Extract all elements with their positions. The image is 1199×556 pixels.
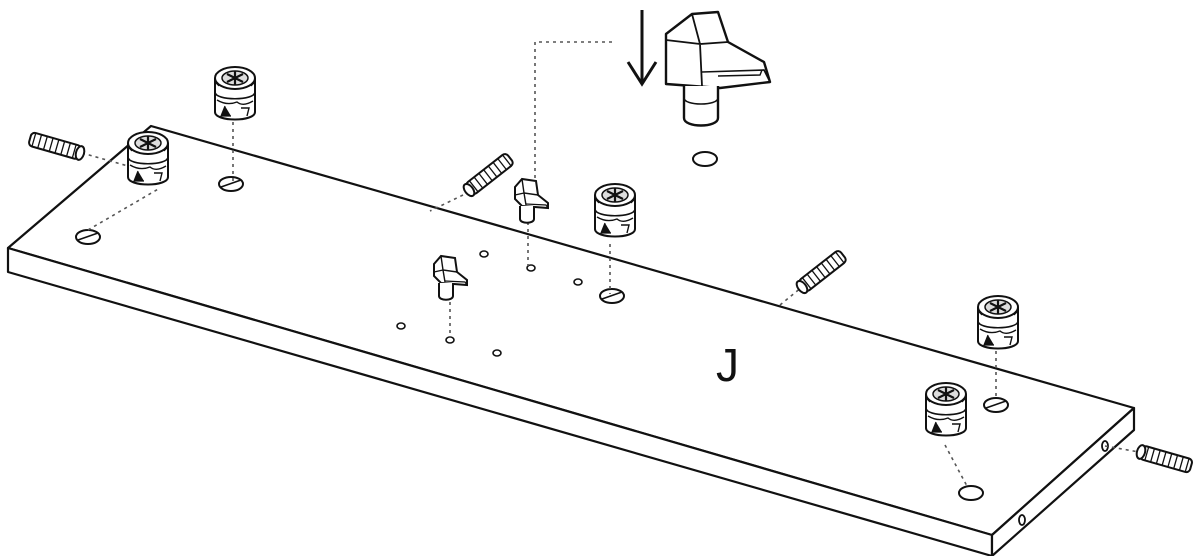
wooden-dowel-right-board bbox=[793, 248, 849, 296]
part-label: J bbox=[716, 339, 739, 391]
arrow-down-icon bbox=[626, 10, 658, 87]
cam-lock bbox=[924, 381, 968, 437]
wooden-dowel-center bbox=[460, 151, 516, 199]
shelf-pin-detail bbox=[664, 10, 772, 127]
side-hole bbox=[1018, 514, 1026, 526]
cam-lock bbox=[213, 65, 257, 121]
cam-lock bbox=[593, 182, 637, 238]
cam-lock bbox=[976, 294, 1020, 350]
wooden-dowel-left bbox=[27, 130, 87, 162]
guide-lines bbox=[81, 41, 1140, 489]
board-panel bbox=[6, 124, 1136, 556]
shelf-pin bbox=[514, 178, 549, 224]
cam-lock bbox=[126, 130, 170, 186]
wooden-dowel-far-right bbox=[1134, 443, 1194, 475]
